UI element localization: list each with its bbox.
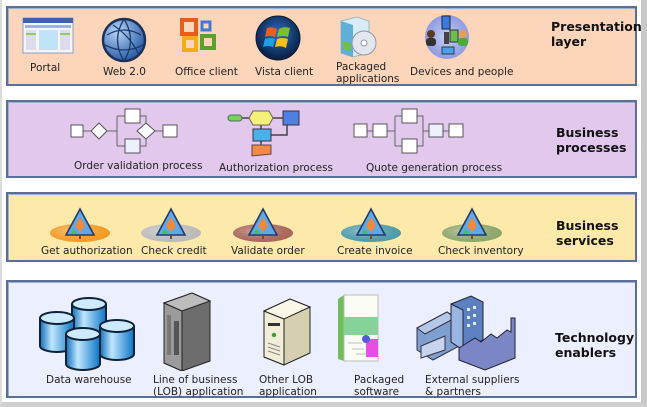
business-processes-band [6, 100, 637, 178]
check-inventory-service-icon [441, 207, 503, 243]
portal-label: Portal [30, 62, 61, 74]
validate-order-service-icon [232, 207, 294, 243]
devices-people-icon [420, 12, 474, 62]
portal-icon [22, 17, 74, 55]
lob-application-label: Line of business (LOB) application [153, 374, 244, 398]
office-client-label: Office client [175, 66, 238, 78]
get-authorization-service-icon [49, 207, 111, 243]
database-cluster-icon [36, 292, 138, 374]
presentation-layer-band [6, 6, 637, 86]
order-validation-process-icon [70, 108, 185, 156]
other-lob-application-label: Other LOB application [259, 374, 317, 398]
business-services-title: Business services [556, 218, 619, 248]
vista-client-label: Vista client [255, 66, 314, 78]
create-invoice-service-icon [340, 207, 402, 243]
web20-label: Web 2.0 [103, 66, 146, 78]
business-processes-title: Business processes [556, 125, 627, 155]
workflow-icon [225, 109, 300, 157]
software-package-icon [336, 293, 380, 363]
presentation-layer-title: Presentation layer [551, 19, 642, 49]
data-warehouse-label: Data warehouse [46, 374, 132, 386]
buildings-icon [415, 292, 525, 372]
windows-logo-icon [254, 14, 302, 62]
server-rack-icon [162, 291, 212, 371]
create-invoice-label: Create invoice [337, 245, 413, 257]
check-credit-label: Check credit [141, 245, 207, 257]
get-authorization-label: Get authorization [41, 245, 133, 257]
business-services-band [6, 192, 637, 262]
external-suppliers-partners-label: External suppliers & partners [425, 374, 520, 398]
devices-and-people-label: Devices and people [410, 66, 514, 78]
order-validation-process-label: Order validation process [74, 160, 203, 172]
check-credit-service-icon [140, 207, 202, 243]
check-inventory-label: Check inventory [438, 245, 524, 257]
validate-order-label: Validate order [231, 245, 305, 257]
office-logo-icon [180, 18, 220, 54]
packaged-applications-label: Packaged applications [336, 61, 400, 85]
quote-generation-process-icon [353, 108, 468, 156]
quote-generation-process-label: Quote generation process [366, 162, 503, 174]
packaged-software-label: Packaged software [354, 374, 405, 398]
software-box-cd-icon [337, 13, 377, 61]
server-tower-icon [262, 297, 312, 367]
globe-icon [101, 17, 147, 63]
authorization-process-label: Authorization process [219, 162, 334, 174]
technology-enablers-title: Technology enablers [555, 330, 635, 360]
